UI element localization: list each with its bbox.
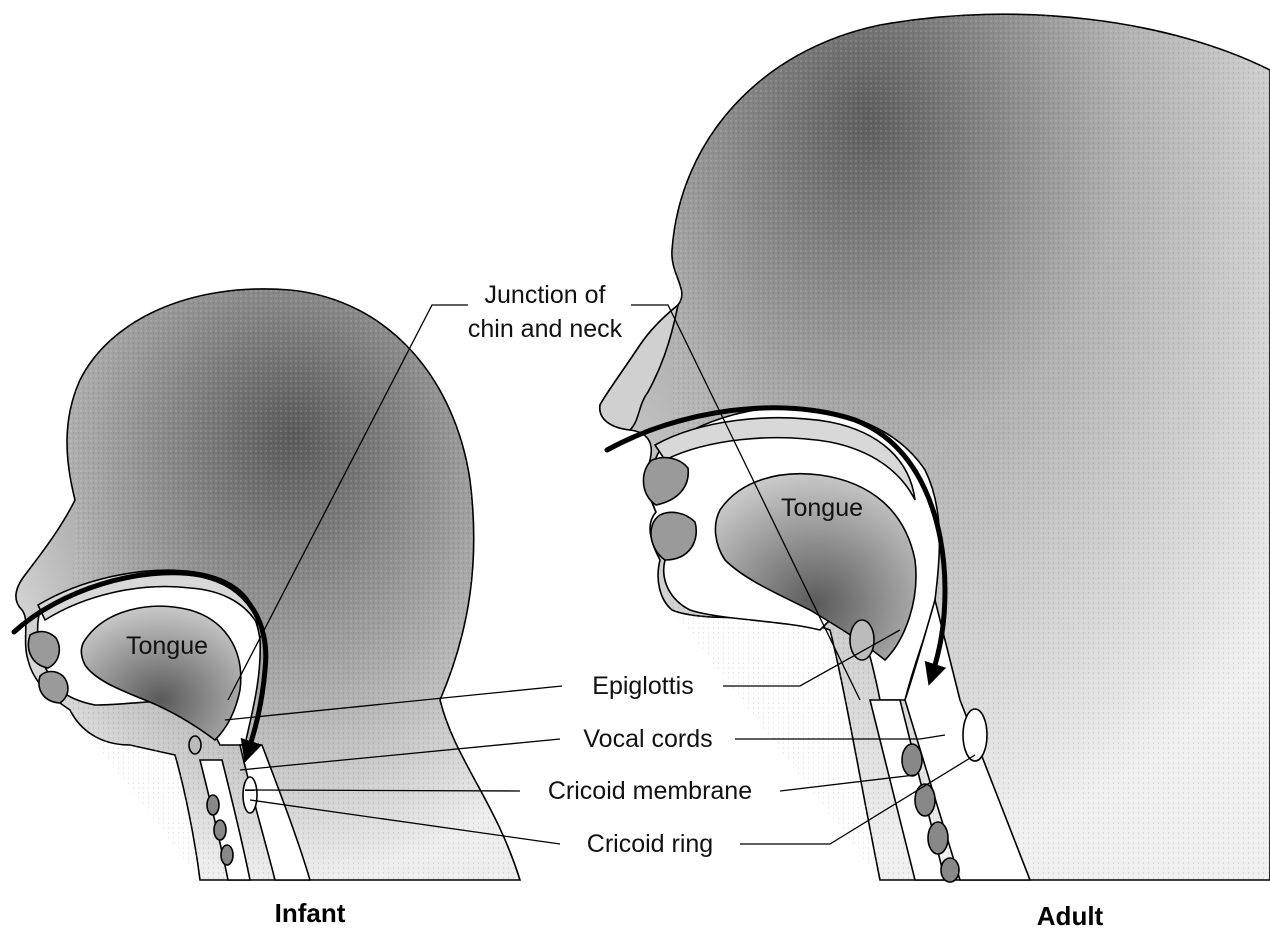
cricoid-ring-label: Cricoid ring [587, 830, 713, 858]
adult-epiglottis-fold [850, 620, 874, 660]
tongue-label-infant: Tongue [126, 632, 208, 660]
adult-caption: Adult [1037, 901, 1104, 931]
junction-label-line2: chin and neck [468, 315, 623, 343]
infant-caption: Infant [275, 898, 346, 928]
infant-hyoid [189, 736, 201, 754]
tongue-label-adult: Tongue [781, 494, 863, 522]
infant-cricoid-ring [243, 777, 257, 813]
vocal-cords-label: Vocal cords [583, 725, 712, 753]
junction-label-line1: Junction of [485, 281, 606, 309]
adult-cricoid-ring [963, 709, 987, 761]
cricoid-membrane-label: Cricoid membrane [548, 777, 752, 805]
epiglottis-label: Epiglottis [592, 672, 693, 700]
